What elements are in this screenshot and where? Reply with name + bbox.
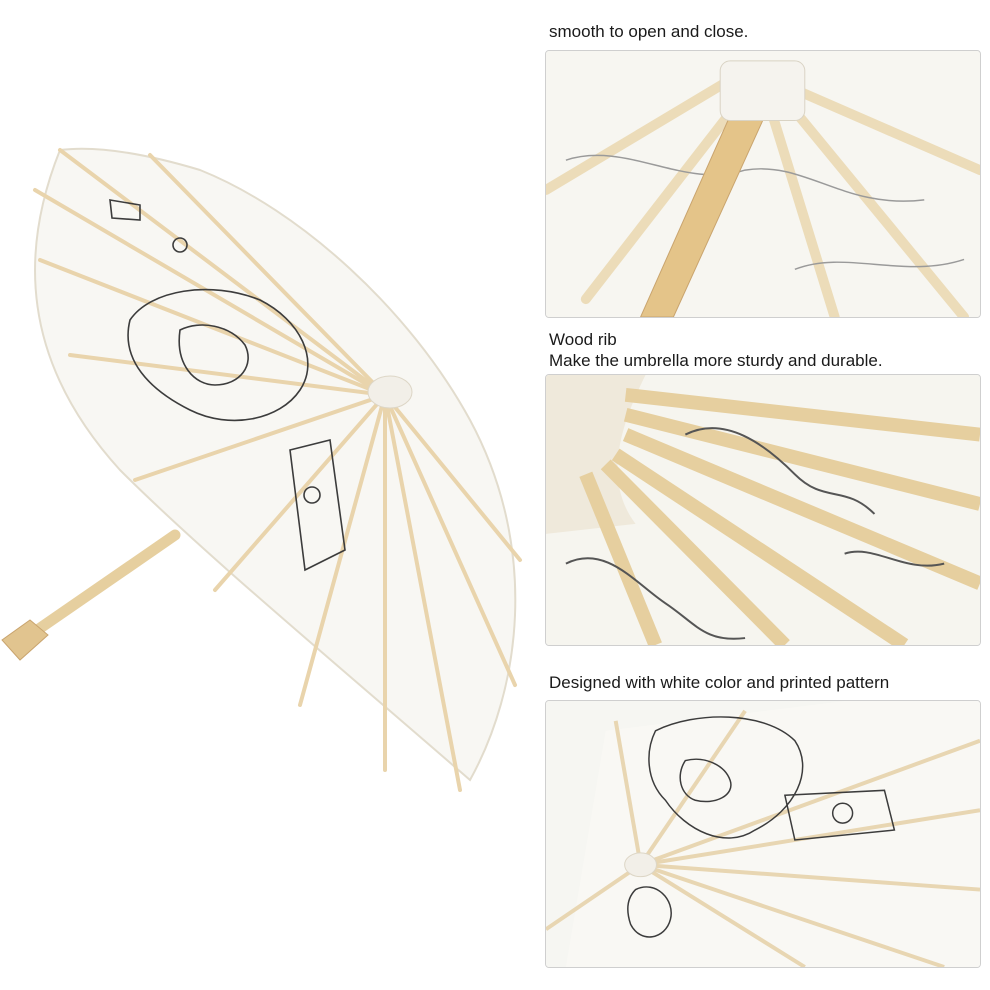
caption-white-printed-pattern: Designed with white color and printed pa… <box>549 673 890 692</box>
umbrella-canopy <box>33 147 522 792</box>
caption-smooth-open-close: smooth to open and close. <box>549 22 749 41</box>
umbrella-main-photo <box>0 130 545 810</box>
detail-photo-handle-runner <box>545 50 981 318</box>
caption-wood-rib: Wood rib <box>549 330 617 349</box>
caption-sturdy-durable: Make the umbrella more sturdy and durabl… <box>549 351 883 370</box>
detail-photo-wood-ribs <box>545 374 981 646</box>
detail-photo-printed-pattern <box>545 700 981 968</box>
printed-pattern <box>109 199 346 572</box>
umbrella-handle <box>1 529 181 661</box>
